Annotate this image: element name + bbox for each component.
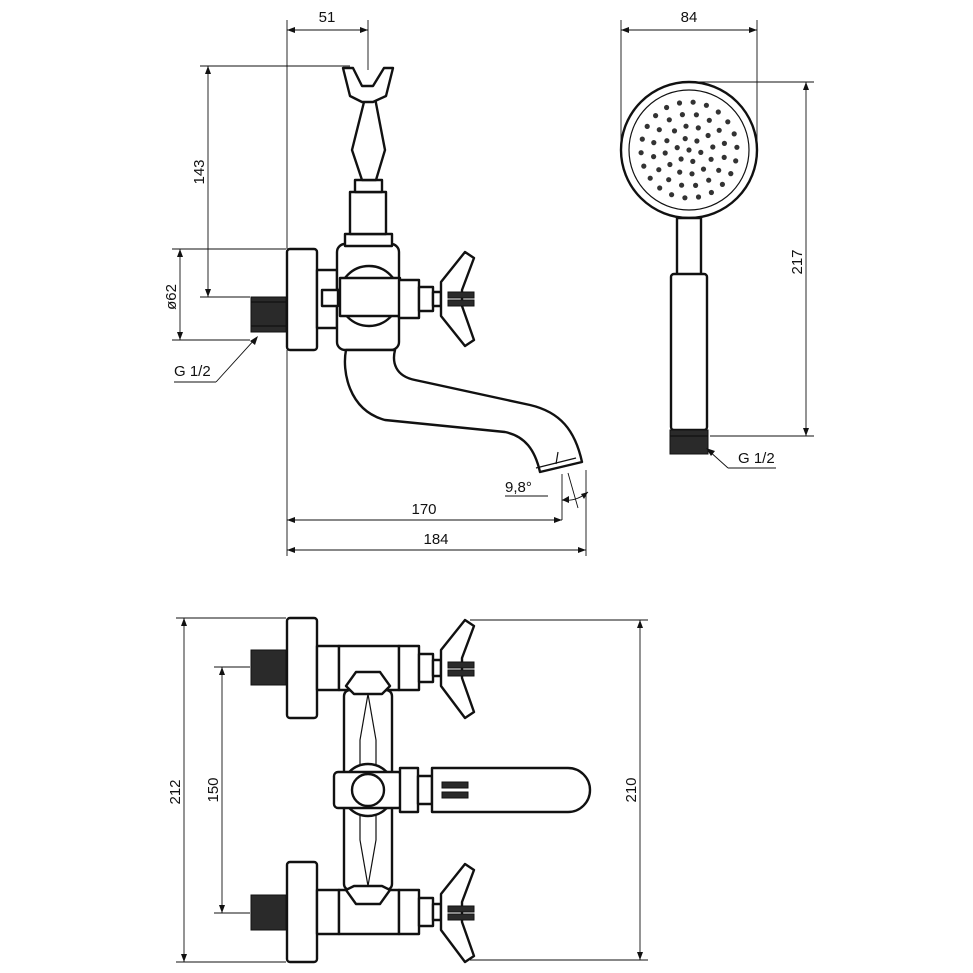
nozzle-dot — [674, 145, 680, 151]
top-view — [250, 616, 592, 964]
dim-holder-offset: 51 — [319, 9, 336, 26]
nozzle-dot — [679, 182, 685, 188]
upper-cross-handle — [439, 618, 476, 720]
shower-head — [619, 80, 759, 455]
top-view-dimensions: 212 150 210 — [167, 617, 648, 963]
side-view — [250, 66, 584, 474]
nozzle-dot — [708, 156, 714, 162]
nozzle-dot — [733, 158, 739, 164]
nozzle-dot — [656, 127, 662, 133]
holder-stem — [348, 190, 388, 236]
lower-nut — [344, 884, 392, 906]
nozzle-dot — [662, 150, 668, 156]
dim-inlet-spacing: 150 — [205, 777, 222, 802]
nozzle-dot — [721, 140, 728, 146]
shower-thread — [669, 429, 709, 455]
upper-wall-flange — [285, 616, 319, 720]
nozzle-dot — [693, 182, 699, 188]
spout — [343, 348, 584, 474]
nozzle-dot — [710, 144, 716, 150]
nozzle-dot — [657, 185, 663, 191]
nozzle-dot — [728, 171, 734, 177]
nozzle-dot — [689, 171, 695, 177]
dim-overall-length: 184 — [423, 531, 448, 548]
nozzle-dot — [664, 104, 670, 111]
nozzle-dot — [695, 194, 702, 200]
nozzle-dot — [693, 112, 700, 118]
lower-wall-flange — [285, 860, 319, 964]
dim-holder-height: 143 — [191, 159, 208, 184]
nozzle-dot — [721, 154, 727, 160]
nozzle-dot — [644, 123, 650, 129]
nozzle-dot — [682, 195, 688, 201]
lower-cross-handle — [439, 862, 476, 964]
nozzle-dot — [690, 99, 696, 105]
nozzle-dot — [706, 177, 712, 183]
nozzle-dot — [682, 136, 688, 142]
spray-nozzles — [638, 99, 740, 201]
nozzle-dot — [706, 117, 712, 123]
side-view-dimensions: 51 143 ø62 G 1/2 9,8° 170 — [163, 9, 589, 556]
nozzle-dot — [700, 166, 707, 172]
nozzle-dot — [716, 127, 722, 133]
nozzle-dot — [676, 100, 683, 106]
dim-spout-reach: 170 — [411, 501, 436, 518]
nozzle-dot — [683, 123, 689, 129]
nozzle-dot — [703, 102, 710, 108]
nozzle-dot — [731, 131, 737, 137]
nozzle-dot — [671, 128, 678, 134]
shower-handle — [669, 272, 709, 432]
nozzle-dot — [715, 109, 721, 115]
diverter-lever — [430, 766, 592, 814]
dim-handle-span: 210 — [623, 777, 640, 802]
nozzle-dot — [664, 138, 670, 144]
nozzle-dot — [679, 112, 686, 118]
nozzle-dot — [708, 189, 715, 196]
nozzle-dot — [639, 136, 645, 142]
dim-total-length: 217 — [789, 249, 806, 274]
dim-overall-width: 212 — [167, 779, 184, 804]
nozzle-dot — [719, 181, 726, 187]
nozzle-dot — [677, 169, 683, 175]
upper-nut — [344, 670, 392, 696]
wall-flange — [285, 247, 319, 352]
nozzle-dot — [656, 167, 662, 173]
shower-holder-clip — [341, 66, 395, 104]
nozzle-dot — [667, 161, 673, 168]
lower-inlet-thread — [250, 894, 287, 931]
nozzle-dot — [638, 150, 644, 156]
nozzle-dot — [653, 113, 659, 119]
cross-handle — [439, 250, 476, 348]
nozzle-dot — [694, 138, 700, 144]
nozzle-dot — [698, 149, 704, 155]
nozzle-dot — [690, 158, 696, 164]
dim-flange-diameter: ø62 — [163, 284, 180, 310]
nozzle-dot — [651, 140, 657, 146]
nozzle-dot — [666, 117, 672, 123]
nozzle-dot — [647, 175, 653, 181]
dim-spout-angle: 9,8° — [505, 479, 532, 496]
nozzle-dot — [641, 163, 647, 169]
nozzle-dot — [669, 192, 675, 198]
nozzle-dot — [725, 119, 731, 125]
dim-head-width: 84 — [681, 9, 698, 26]
shower-head-dimensions: 84 217 G 1/2 — [620, 9, 814, 469]
dim-shower-thread: G 1/2 — [738, 450, 775, 467]
nozzle-dot — [695, 125, 701, 131]
nozzle-dot — [705, 132, 711, 139]
nozzle-dot — [716, 167, 722, 173]
nozzle-dot — [734, 144, 740, 150]
upper-inlet-thread — [250, 649, 287, 686]
shower-neck — [675, 216, 703, 278]
nozzle-dot — [678, 156, 684, 162]
holder-arm — [350, 96, 387, 182]
nozzle-dot — [686, 147, 692, 153]
nozzle-dot — [651, 154, 657, 160]
dim-inlet-thread: G 1/2 — [174, 363, 211, 380]
nozzle-dot — [666, 177, 672, 183]
